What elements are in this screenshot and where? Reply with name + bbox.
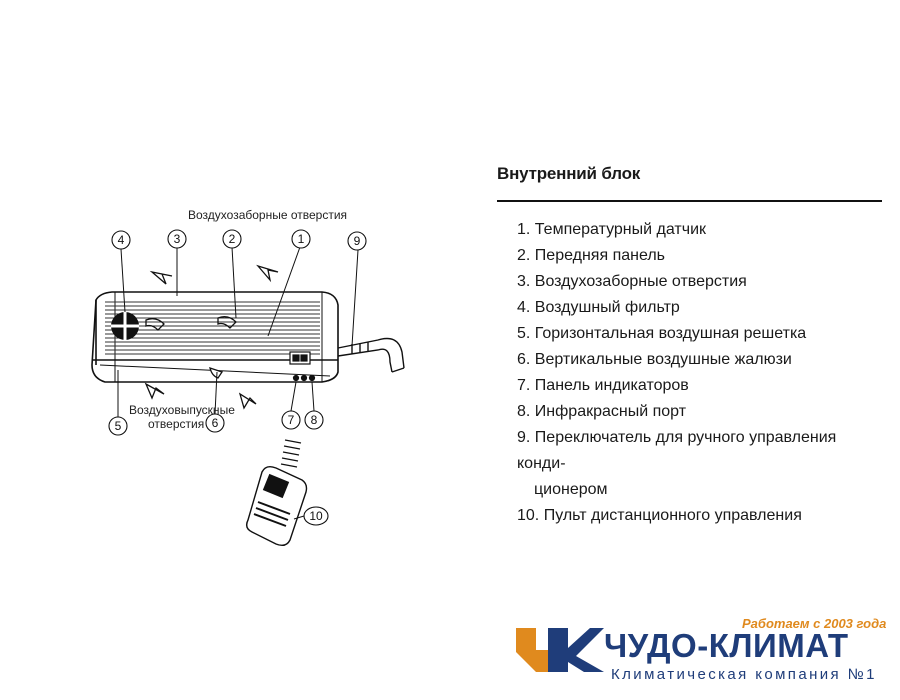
callout-7: 7 [281,410,301,430]
svg-text:1: 1 [298,232,305,246]
label-air-outlet-line2: отверстия [148,417,204,431]
list-item: 7. Панель индикаторов [517,377,689,394]
title-divider [497,200,882,202]
logo-brand-name: ЧУДО-КЛИМАТ [604,627,849,664]
list-item: 9. Переключатель для ручного управления … [517,425,882,503]
list-item-text: 9. Переключатель для ручного управления … [517,429,837,472]
svg-text:7: 7 [288,413,295,427]
leader-lines [117,246,359,520]
logo-tagline: Климатическая компания №1 [611,666,877,683]
svg-text:10: 10 [309,509,323,523]
list-item: 4. Воздушный фильтр [517,299,680,316]
indoor-unit-body [91,291,339,383]
callout-4: 4 [111,230,131,250]
list-item: 1. Температурный датчик [517,221,706,238]
remote-control-graphic [245,439,308,547]
svg-text:2: 2 [229,232,236,246]
callout-1: 1 [291,229,311,249]
list-item: 3. Воздухозаборные отверстия [517,273,747,290]
section-title: Внутренний блок [497,164,641,183]
list-item: 10. Пульт дистанционного управления [517,507,802,524]
indicator-panel-graphic [289,351,316,382]
svg-text:6: 6 [212,416,219,430]
label-air-intake: Воздухозаборные отверстия [188,208,347,222]
callout-9: 9 [347,231,367,251]
air-filter-symbol [111,312,139,340]
svg-text:3: 3 [174,232,181,246]
callout-10: 10 [303,506,329,526]
list-item-continuation: ционером [534,481,608,498]
svg-text:8: 8 [311,413,318,427]
parts-list: 1. Температурный датчик 2. Передняя пане… [517,217,882,529]
logo-slogan: Работаем с 2003 года [742,616,887,631]
callout-8: 8 [304,410,324,430]
list-item: 2. Передняя панель [517,247,666,264]
list-item: 8. Инфракрасный порт [517,403,687,420]
label-air-outlet-line1: Воздуховыпускные [129,403,235,417]
callout-5: 5 [108,416,128,436]
callout-6: 6 [205,413,225,433]
list-item: 6. Вертикальные воздушные жалюзи [517,351,792,368]
airflow-arrows [144,264,279,410]
front-panel-grille [105,301,320,355]
brand-logo-icon [516,628,604,672]
callout-3: 3 [167,229,187,249]
list-item: 5. Горизонтальная воздушная решетка [517,325,807,342]
callout-2: 2 [222,229,242,249]
ir-signal-waves [280,439,302,468]
svg-text:9: 9 [354,234,361,248]
svg-text:4: 4 [118,233,125,247]
svg-text:5: 5 [115,419,122,433]
pipe-graphic [337,337,405,373]
